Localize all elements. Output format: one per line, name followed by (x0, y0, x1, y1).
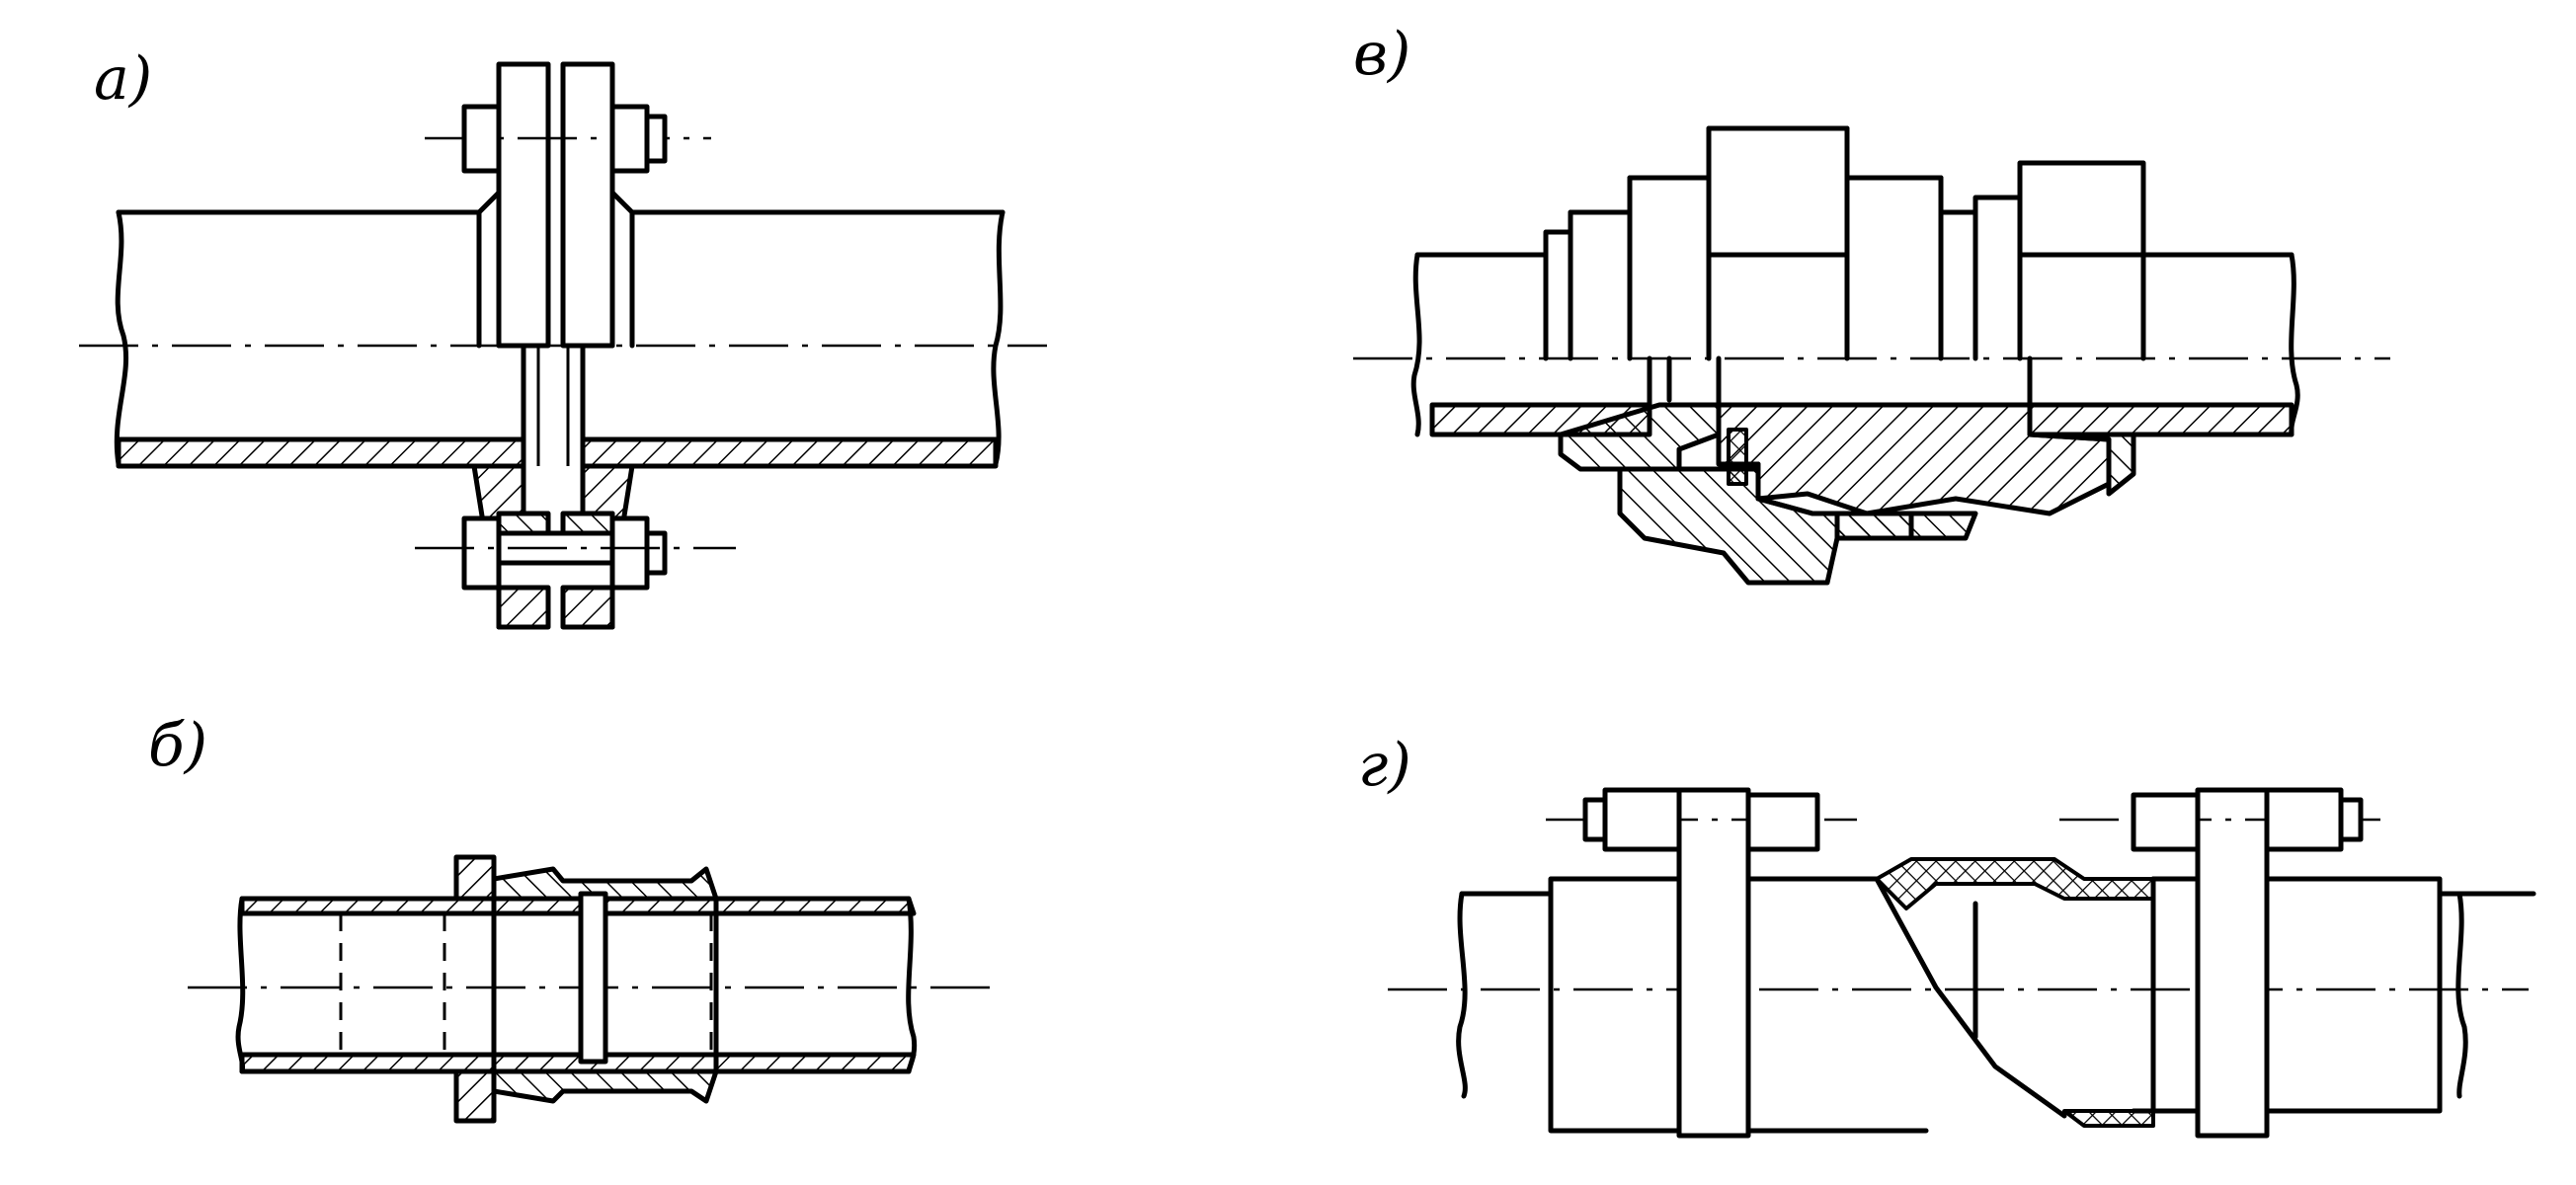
union-body-v (1543, 125, 2146, 408)
panel-label-a: а) (94, 44, 152, 114)
flange-section-a (415, 463, 736, 630)
panel-label-g: г) (1358, 731, 1411, 800)
flange-pair-a (476, 61, 635, 469)
flange-right-g (2059, 787, 2380, 1139)
pipe-v (1353, 252, 2390, 437)
coupling-b (453, 854, 719, 1124)
panel-v-union-joint: в) (1353, 20, 2390, 586)
panel-g-sleeve-joint: г) (1358, 731, 2536, 1139)
panel-label-b: б) (148, 711, 207, 780)
sleeve-body-g (1548, 857, 2443, 1134)
panel-b-sleeve-joint: б) (148, 711, 993, 1124)
bolt-top-a (425, 104, 711, 174)
pipe-b (188, 896, 993, 1074)
union-section-v (1558, 402, 2136, 586)
pipe-g (1388, 891, 2536, 1099)
panel-label-v: в) (1353, 20, 1410, 89)
flange-left-g (1546, 787, 1857, 1139)
panel-a-flanged-joint: а) (79, 44, 1047, 630)
